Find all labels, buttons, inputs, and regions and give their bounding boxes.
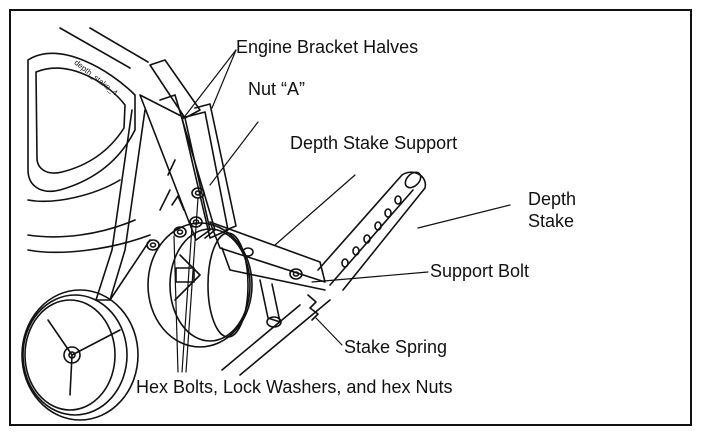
- transport-wheel: [21, 289, 139, 421]
- lower-stake: [221, 279, 331, 376]
- leader-bracket-2: [211, 49, 237, 109]
- label-nut-a: Nut “A”: [248, 79, 306, 99]
- label-support-bolt: Support Bolt: [430, 261, 530, 281]
- label-hex-bolts: Hex Bolts, Lock Washers, and hex Nuts: [136, 377, 453, 397]
- stake-spring: [307, 294, 319, 321]
- depth-stake-support: [209, 221, 326, 291]
- label-depth-stake-support: Depth Stake Support: [290, 133, 458, 153]
- label-engine-bracket-halves: Engine Bracket Halves: [236, 37, 419, 57]
- depth-stake: [317, 171, 427, 291]
- label-stake-spring: Stake Spring: [344, 337, 448, 357]
- leader-stake-spring: [315, 317, 343, 346]
- engine-housing-outline: [27, 27, 151, 254]
- leader-depth-stake: [417, 204, 511, 229]
- label-depth-stake-line2: Stake: [528, 211, 575, 231]
- leader-hex-2: [181, 225, 193, 373]
- leader-nut-a: [209, 121, 259, 186]
- leader-support: [274, 174, 356, 246]
- label-depth-stake-line1: Depth: [528, 189, 577, 209]
- leader-hex-3: [185, 197, 199, 373]
- frame-tubes: [95, 59, 216, 301]
- tine-wheel: [147, 222, 253, 348]
- leader-support-bolt: [311, 271, 429, 283]
- diagram-border: [9, 9, 692, 426]
- leader-lines: [173, 49, 511, 373]
- leader-bracket-1: [181, 49, 237, 121]
- leader-hex-1: [173, 235, 179, 373]
